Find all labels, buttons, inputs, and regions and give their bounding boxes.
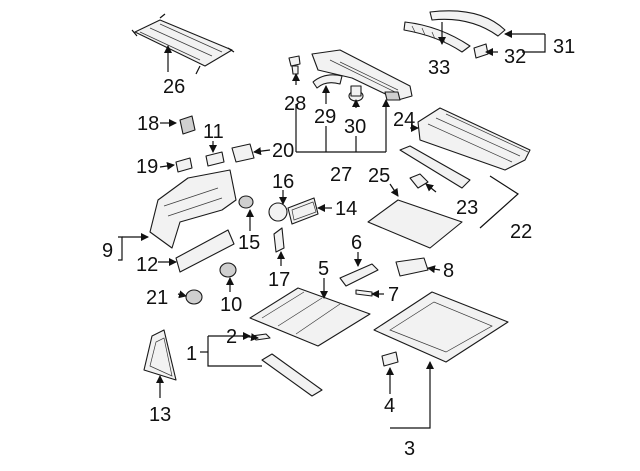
hook-8-part bbox=[395, 257, 429, 277]
bracket-29-part bbox=[312, 74, 343, 89]
package-shelf-part bbox=[311, 49, 413, 101]
callout-18: 18 bbox=[137, 113, 159, 135]
clip-28-part bbox=[288, 55, 301, 75]
cargo-cover-part bbox=[131, 13, 235, 75]
callout-17: 17 bbox=[268, 269, 290, 291]
side-trim-panel-part bbox=[149, 169, 237, 249]
callout-20: 20 bbox=[272, 140, 294, 162]
callout-23: 23 bbox=[456, 197, 478, 219]
upper-trim-strip-part bbox=[403, 10, 506, 53]
callout-21: 21 bbox=[146, 287, 168, 309]
clip-11-part bbox=[205, 151, 225, 167]
panel-14-part bbox=[287, 197, 319, 225]
sill-strip-1-part bbox=[261, 353, 323, 397]
callout-24: 24 bbox=[393, 109, 415, 131]
callout-16: 16 bbox=[272, 171, 294, 193]
callout-9: 9 bbox=[102, 240, 113, 262]
callout-3: 3 bbox=[404, 438, 415, 460]
callout-31: 31 bbox=[553, 36, 575, 58]
callout-32: 32 bbox=[504, 46, 526, 68]
callout-15: 15 bbox=[238, 232, 260, 254]
knob-30-part bbox=[348, 85, 364, 102]
step-panel-12-part bbox=[175, 229, 235, 273]
callout-labels: 26 18 11 19 20 9 12 21 10 15 16 17 14 28… bbox=[102, 36, 575, 460]
fastener-21-part bbox=[185, 289, 203, 305]
callout-1: 1 bbox=[186, 343, 197, 365]
callout-14: 14 bbox=[335, 198, 357, 220]
callout-11: 11 bbox=[203, 121, 224, 143]
floor-panel-5-part bbox=[249, 287, 371, 347]
fastener-15-part bbox=[238, 195, 254, 209]
callout-8: 8 bbox=[443, 260, 454, 282]
callout-27: 27 bbox=[330, 164, 352, 186]
leader-lines bbox=[118, 22, 546, 429]
callout-25: 25 bbox=[368, 165, 390, 187]
callout-30: 30 bbox=[344, 116, 366, 138]
callout-5: 5 bbox=[318, 258, 329, 280]
clip-19-part bbox=[175, 157, 193, 173]
callout-19: 19 bbox=[136, 156, 158, 178]
callout-22: 22 bbox=[510, 221, 532, 243]
floor-tray-3-part bbox=[373, 291, 509, 363]
trim-shield-13-part bbox=[143, 329, 177, 381]
callout-6: 6 bbox=[351, 232, 362, 254]
callout-33: 33 bbox=[428, 57, 450, 79]
bracket-6-part bbox=[339, 263, 379, 287]
clip-18-part bbox=[179, 115, 196, 135]
callout-28: 28 bbox=[284, 93, 306, 115]
callout-10: 10 bbox=[220, 294, 242, 316]
block-4-part bbox=[381, 351, 399, 367]
block-23-part bbox=[409, 173, 429, 189]
fastener-10-part bbox=[219, 262, 237, 278]
cover-20-part bbox=[231, 143, 255, 163]
clip-17-part bbox=[273, 227, 285, 253]
callout-2: 2 bbox=[226, 326, 237, 348]
callout-13: 13 bbox=[149, 404, 171, 426]
bolt-7-part bbox=[355, 289, 373, 297]
lamp-16-part bbox=[268, 202, 288, 222]
retainer-clip-32-part bbox=[473, 43, 489, 59]
callout-4: 4 bbox=[384, 395, 395, 417]
callout-29: 29 bbox=[314, 106, 336, 128]
callout-12: 12 bbox=[136, 254, 158, 276]
rear-sill-panel-part bbox=[399, 107, 531, 189]
callout-7: 7 bbox=[388, 284, 399, 306]
cargo-mat-part bbox=[367, 199, 463, 249]
callout-26: 26 bbox=[163, 76, 185, 98]
